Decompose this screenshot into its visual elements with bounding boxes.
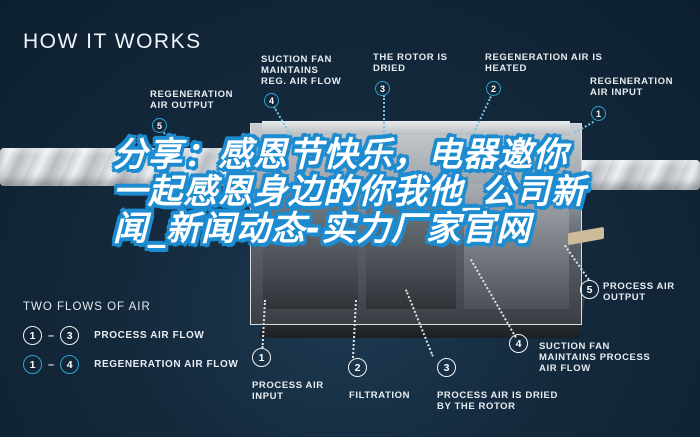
page-title: HOW IT WORKS (23, 30, 202, 53)
legend-process-to-badge: 3 (60, 326, 80, 345)
proc-step-3-label: PROCESS AIR IS DRIED BY THE ROTOR (437, 390, 558, 412)
proc-step-1-badge: 1 (252, 348, 271, 367)
proc-step-4-badge: 4 (509, 334, 528, 353)
reg-step-3-label: THE ROTOR IS DRIED (373, 52, 448, 74)
proc-step-4-label: SUCTION FAN MAINTAINS PROCESS AIR FLOW (539, 341, 651, 374)
machine-compartment-right (464, 184, 569, 309)
legend-dash: – (48, 358, 55, 371)
legend-dash: – (48, 329, 55, 342)
reg-step-4-badge: 4 (264, 93, 279, 108)
legend-process-from-badge: 1 (23, 326, 42, 345)
reg-step-1-label: REGENERATION AIR INPUT (590, 76, 674, 98)
legend-process-label: PROCESS AIR FLOW (94, 330, 205, 341)
legend-row-process: 1 – 3 PROCESS AIR FLOW (23, 326, 204, 345)
reg-step-2-badge: 2 (486, 81, 501, 96)
reg-step-5-label: REGENERATION AIR OUTPUT (150, 89, 234, 111)
proc-step-5-badge: 5 (580, 280, 599, 299)
headline-overlay: 分享：感恩节快乐，电器邀你一起感恩身边的你我他_公司新闻_新闻动态-实力厂家官网 (113, 135, 586, 249)
proc-step-3-badge: 3 (437, 358, 456, 377)
proc-step-5-label: PROCESS AIR OUTPUT (603, 281, 675, 303)
right-air-duct (575, 160, 700, 190)
reg-step-3-badge: 3 (375, 81, 390, 96)
legend-row-regeneration: 1 – 4 REGENERATION AIR FLOW (23, 355, 238, 374)
proc-step-1-label: PROCESS AIR INPUT (252, 380, 324, 402)
reg-step-2-label: REGENERATION AIR IS HEATED (485, 52, 603, 74)
desiccant-dehumidifier-unit (250, 123, 582, 325)
reg-step-4-label: SUCTION FAN MAINTAINS REG. AIR FLOW (261, 54, 342, 87)
machine-compartment-middle (366, 184, 456, 309)
legend-title: TWO FLOWS OF AIR (23, 301, 151, 313)
reg-step-1-badge: 1 (591, 106, 606, 121)
proc-step-2-label: FILTRATION (349, 390, 411, 401)
machine-compartment-left (263, 184, 358, 309)
machine-top-panel (262, 121, 570, 135)
leader-line-reg-3 (383, 95, 385, 143)
legend-reg-label: REGENERATION AIR FLOW (94, 359, 239, 370)
legend-reg-to-badge: 4 (60, 355, 80, 374)
left-air-duct (0, 148, 262, 186)
reg-step-5-badge: 5 (152, 118, 167, 133)
legend-reg-from-badge: 1 (23, 355, 42, 374)
proc-step-2-badge: 2 (348, 358, 367, 377)
